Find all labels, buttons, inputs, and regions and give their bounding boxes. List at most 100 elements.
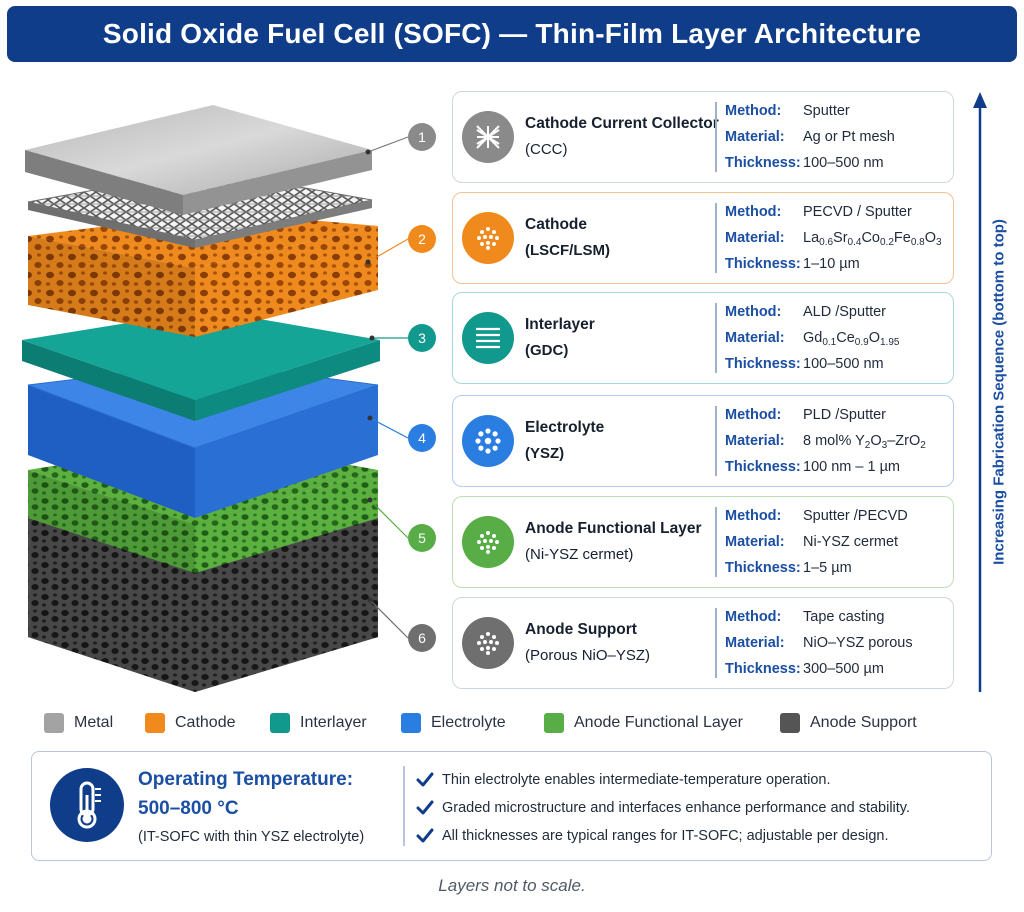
layer-abbrev: (LSCF/LSM) [525, 242, 610, 259]
legend-label: Metal [74, 714, 114, 731]
material-label: Material: [725, 330, 785, 346]
method-label: Method: [725, 103, 782, 119]
note-text: Graded microstructure and interfaces enh… [442, 800, 911, 816]
thickness-label: Thickness: [725, 155, 801, 171]
method-value: PECVD / Sputter [803, 204, 912, 220]
layer-abbrev: (Ni-YSZ cermet) [525, 546, 634, 563]
legend-swatch [780, 713, 800, 733]
notes-list: Thin electrolyte enables intermediate-te… [416, 766, 910, 850]
legend-label: Anode Functional Layer [574, 714, 743, 731]
layer-title: Anode Functional Layer [525, 520, 702, 537]
divider [715, 102, 717, 172]
title-banner: Solid Oxide Fuel Cell (SOFC) — Thin-Film… [7, 6, 1017, 62]
material-row: Material: Gd0.1Ce0.9O1.95 [725, 325, 899, 351]
thickness-value: 100 nm – 1 µm [803, 459, 901, 475]
mesh-icon [462, 111, 514, 163]
material-label: Material: [725, 433, 785, 449]
thickness-value: 1–10 µm [803, 256, 860, 272]
layer-title: Cathode [525, 216, 587, 233]
note-text: All thicknesses are typical ranges for I… [442, 828, 889, 844]
legend-item: Interlayer [270, 711, 367, 735]
layer-number-badge [408, 324, 436, 352]
layer-number-badge [408, 524, 436, 552]
thickness-label: Thickness: [725, 661, 801, 677]
divider [715, 303, 717, 373]
legend-label: Anode Support [810, 714, 917, 731]
legend-item: Metal [44, 711, 113, 735]
porous-dots-icon [462, 516, 514, 568]
thickness-value: 100–500 nm [803, 356, 884, 372]
material-row: Material:NiO–YSZ porous [725, 630, 913, 656]
layer-number-badge [408, 624, 436, 652]
method-label: Method: [725, 609, 782, 625]
layer-interlayer-block [22, 310, 380, 421]
layer-number: 6 [418, 630, 426, 646]
lines-icon [462, 312, 514, 364]
thermometer-icon [50, 768, 124, 842]
layer-anode-support-block [28, 485, 378, 692]
legend-label: Electrolyte [431, 714, 506, 731]
checkmark-icon [416, 828, 434, 843]
layer-name: Interlayer(GDC) [525, 312, 715, 364]
method-label: Method: [725, 204, 782, 220]
layer-abbrev: (CCC) [525, 141, 568, 158]
operating-temp-value: 500–800 °C [138, 798, 239, 819]
porous-dots-icon [462, 212, 514, 264]
layer-title: Anode Support [525, 621, 637, 638]
material-label: Material: [725, 534, 785, 550]
material-value: Ni-YSZ cermet [803, 534, 899, 550]
note-text: Thin electrolyte enables intermediate-te… [442, 772, 831, 788]
material-label: Material: [725, 230, 785, 246]
legend-swatch [145, 713, 165, 733]
method-row: Method:Sputter /PECVD [725, 503, 908, 529]
legend-swatch [44, 713, 64, 733]
method-row: Method:Sputter [725, 98, 895, 124]
operating-temp-title: Operating Temperature: [138, 769, 354, 790]
method-label: Method: [725, 407, 782, 423]
material-value: Ag or Pt mesh [803, 129, 895, 145]
layer-number-badge [408, 424, 436, 452]
material-label: Material: [725, 635, 785, 651]
checkmark-icon [416, 800, 434, 815]
divider [715, 406, 717, 476]
layer-number-badge [408, 225, 436, 253]
layer-name: Anode Functional Layer (Ni-YSZ cermet) [525, 516, 715, 568]
legend-item: Cathode [145, 711, 236, 735]
method-row: Method: PLD /Sputter [725, 402, 926, 428]
operating-temp-note: (IT-SOFC with thin YSZ electrolyte) [138, 829, 365, 845]
legend-swatch [544, 713, 564, 733]
divider [715, 203, 717, 273]
fabrication-sequence-arrow [973, 92, 987, 692]
material-label: Material: [725, 129, 785, 145]
thickness-label: Thickness: [725, 356, 801, 372]
porous-dots-icon [462, 617, 514, 669]
page-title: Solid Oxide Fuel Cell (SOFC) — Thin-Film… [102, 18, 922, 49]
layer-number: 5 [418, 530, 426, 546]
method-value: PLD /Sputter [803, 407, 887, 423]
thickness-row: Thickness:1–10 µm [725, 251, 942, 277]
checkmark-icon [416, 772, 434, 787]
layer-number-badge [408, 123, 436, 151]
thickness-value: 100–500 nm [803, 155, 884, 171]
legend-item: Anode Support [780, 711, 917, 735]
layer-number: 1 [418, 129, 426, 145]
layer-name: Cathode Current Collector(CCC) [525, 111, 719, 163]
method-row: Method: Tape casting [725, 604, 913, 630]
footer-note: Layers not to scale. [438, 876, 586, 895]
material-row: Material: La0.6Sr0.4Co0.2Fe0.8O3 [725, 225, 942, 251]
layer-name: Cathode (LSCF/LSM) [525, 212, 715, 264]
material-value: Gd0.1Ce0.9O1.95 [803, 330, 900, 348]
layer-abbrev: (Porous NiO–YSZ) [525, 647, 651, 664]
layer-abbrev: (YSZ) [525, 445, 565, 462]
material-value: La0.6Sr0.4Co0.2Fe0.8O3 [803, 230, 942, 248]
operating-info-box: Operating Temperature: 500–800 °C (IT-SO… [31, 751, 992, 861]
thickness-value: 1–5 µm [803, 560, 852, 576]
method-value: Tape casting [803, 609, 885, 625]
